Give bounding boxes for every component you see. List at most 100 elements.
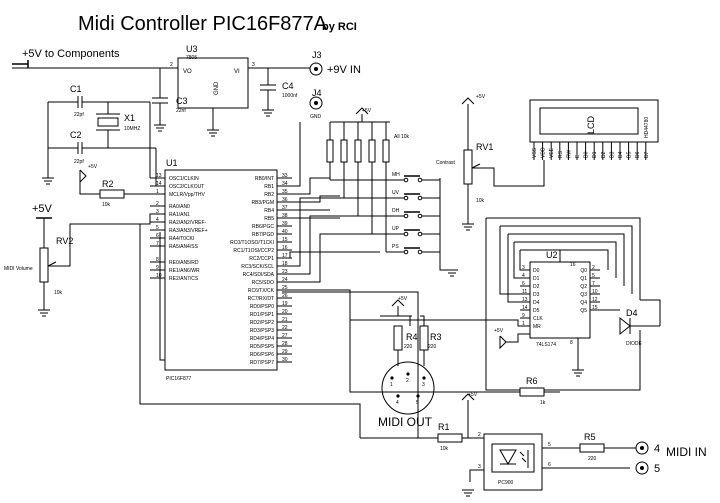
r2-value: 10k xyxy=(102,202,111,208)
u1-pin-name: RD5/PSP5 xyxy=(250,344,274,350)
u3-pin-vi: VI xyxy=(234,69,240,75)
midiin-rail xyxy=(461,393,475,438)
u3-pin-3: 3 xyxy=(252,62,255,68)
lcd-pin-name: RS xyxy=(558,150,564,158)
c1-value: 22pf xyxy=(74,112,84,118)
lcd-pin-name: RW xyxy=(566,149,572,158)
u2-pin-name: Q3 xyxy=(580,292,587,298)
u1-pin-name: RB4 xyxy=(264,208,274,214)
x1-leads xyxy=(96,102,120,148)
button-label: DH xyxy=(392,208,400,214)
din-pin xyxy=(422,376,426,380)
u1-pin-name: RD2/PSP2 xyxy=(250,320,274,326)
midiout-rail xyxy=(380,299,412,326)
u1-pin-name: RB1 xyxy=(264,184,274,190)
r3-ref: R3 xyxy=(430,332,442,342)
opto-right-wires xyxy=(542,447,630,469)
r6-value: 1k xyxy=(540,400,546,406)
d4-wire xyxy=(640,299,661,326)
u3-pin-2: 2 xyxy=(170,62,173,68)
button-contact xyxy=(403,177,409,183)
button-contact xyxy=(417,231,423,237)
ground-symbol xyxy=(462,223,474,231)
rn-value: All 10k xyxy=(394,134,410,140)
opto-pin-number: 5 xyxy=(548,442,551,448)
u2-pin-number: 13 xyxy=(522,297,528,303)
u1-pin-name: OSC2/CLKOUT xyxy=(169,184,204,190)
u1-pin-number: 10 xyxy=(156,273,162,279)
rv1-wiper xyxy=(471,160,545,187)
u1-pin-name: RE0/AN5/RD xyxy=(169,260,199,266)
u2-pin-number: 4 xyxy=(522,273,525,279)
lcd-pin-name: D2 xyxy=(601,151,607,158)
u2-pin-name: MR xyxy=(533,324,541,330)
u1-value: PIC16F877 xyxy=(166,376,192,382)
u2-pin-name: Q2 xyxy=(580,284,587,290)
u1-pin-name: RE2/AN7/CS xyxy=(169,276,199,282)
u1-pin-name: RA2/AN2/VREF- xyxy=(169,220,207,226)
opto-pin-number: 3 xyxy=(478,464,481,470)
u1-pin-name: RC2/CCP1 xyxy=(249,256,274,262)
lcd-pin-name: D6 xyxy=(635,151,641,158)
u1-microcontroller xyxy=(164,169,278,371)
u1-pin-number: 27 xyxy=(282,333,288,339)
midi-in-pin-5-label: 5 xyxy=(654,463,660,475)
u1-pin-number: 9 xyxy=(156,265,159,271)
u1-pin-number: 2 xyxy=(156,201,159,207)
j4-connector xyxy=(309,96,323,110)
lcd-part: HD44780 xyxy=(644,117,650,138)
u1-pin-number: 1 xyxy=(156,189,159,195)
j4-value: GND xyxy=(310,114,322,120)
u2-pin-name: Q0 xyxy=(580,268,587,274)
u2-pin-number: 9 xyxy=(522,313,525,319)
ground-symbol xyxy=(38,309,50,317)
u3-ref: U3 xyxy=(186,44,198,54)
c4-value: 1000nf xyxy=(282,93,298,99)
title: Midi Controller PIC16F877A xyxy=(78,13,328,35)
u2-input-wires xyxy=(499,226,530,303)
u1-pin-number: 13 xyxy=(156,173,162,179)
u2-pin-number: 2 xyxy=(592,265,595,271)
rail-label-midiin: +5V xyxy=(468,392,478,398)
ground-symbol xyxy=(42,177,54,185)
u1-pin-name: RD3/PSP3 xyxy=(250,328,274,334)
r6-resistor xyxy=(519,387,545,397)
j4-ref: J4 xyxy=(312,88,322,98)
u1-pin-name: RE1/AN6/WR xyxy=(169,268,200,274)
u1-pin-name: RB0/INT xyxy=(255,176,274,182)
button-contact xyxy=(403,231,409,237)
power-arrow xyxy=(12,60,29,68)
u1-ra-return xyxy=(139,223,361,438)
u1-pin-number: 24 xyxy=(282,277,288,283)
r3-resistor xyxy=(419,325,429,351)
u2-pin-number: 5 xyxy=(592,273,595,279)
c3-value: 22nf xyxy=(176,108,186,114)
midiout-leads xyxy=(397,315,425,366)
u1-pin-name: RB6/PGC xyxy=(252,224,274,230)
u1-pin-name: RB3/PGM xyxy=(251,200,274,206)
rv1-rail xyxy=(461,97,475,150)
u2-ref: U2 xyxy=(546,250,558,260)
u1-pin-name: RA1/AN1 xyxy=(169,212,190,218)
lcd-pin-name: D5 xyxy=(627,151,633,158)
j4-connector-center xyxy=(314,101,318,105)
u2-pin-number: 11 xyxy=(522,289,527,295)
rn-resistor xyxy=(368,139,376,163)
u1-tx-wire xyxy=(277,289,530,327)
u2-gnd-pin: 8 xyxy=(570,340,573,346)
midi-in-pin-4-label: 4 xyxy=(654,443,660,455)
u1-pin-number: 7 xyxy=(156,241,159,247)
u1-pin-number: 40 xyxy=(282,229,288,235)
j3-ref: J3 xyxy=(312,50,322,60)
vcc-label: +5V xyxy=(32,203,53,215)
rn-resistor xyxy=(354,139,362,163)
c2-value: 22pf xyxy=(74,159,84,165)
u1-pin-name: RD0/PSP0 xyxy=(250,304,274,310)
u1-pin-number: 36 xyxy=(282,197,288,203)
u2-pin-number: 7 xyxy=(592,281,595,287)
pc900-symbol xyxy=(499,449,529,468)
midi-out-din xyxy=(381,361,435,415)
u1-pin-number: 28 xyxy=(282,341,288,347)
u1-pin-name: RC7/RX/DT xyxy=(248,296,274,302)
pc900-value: PC900 xyxy=(498,480,514,486)
